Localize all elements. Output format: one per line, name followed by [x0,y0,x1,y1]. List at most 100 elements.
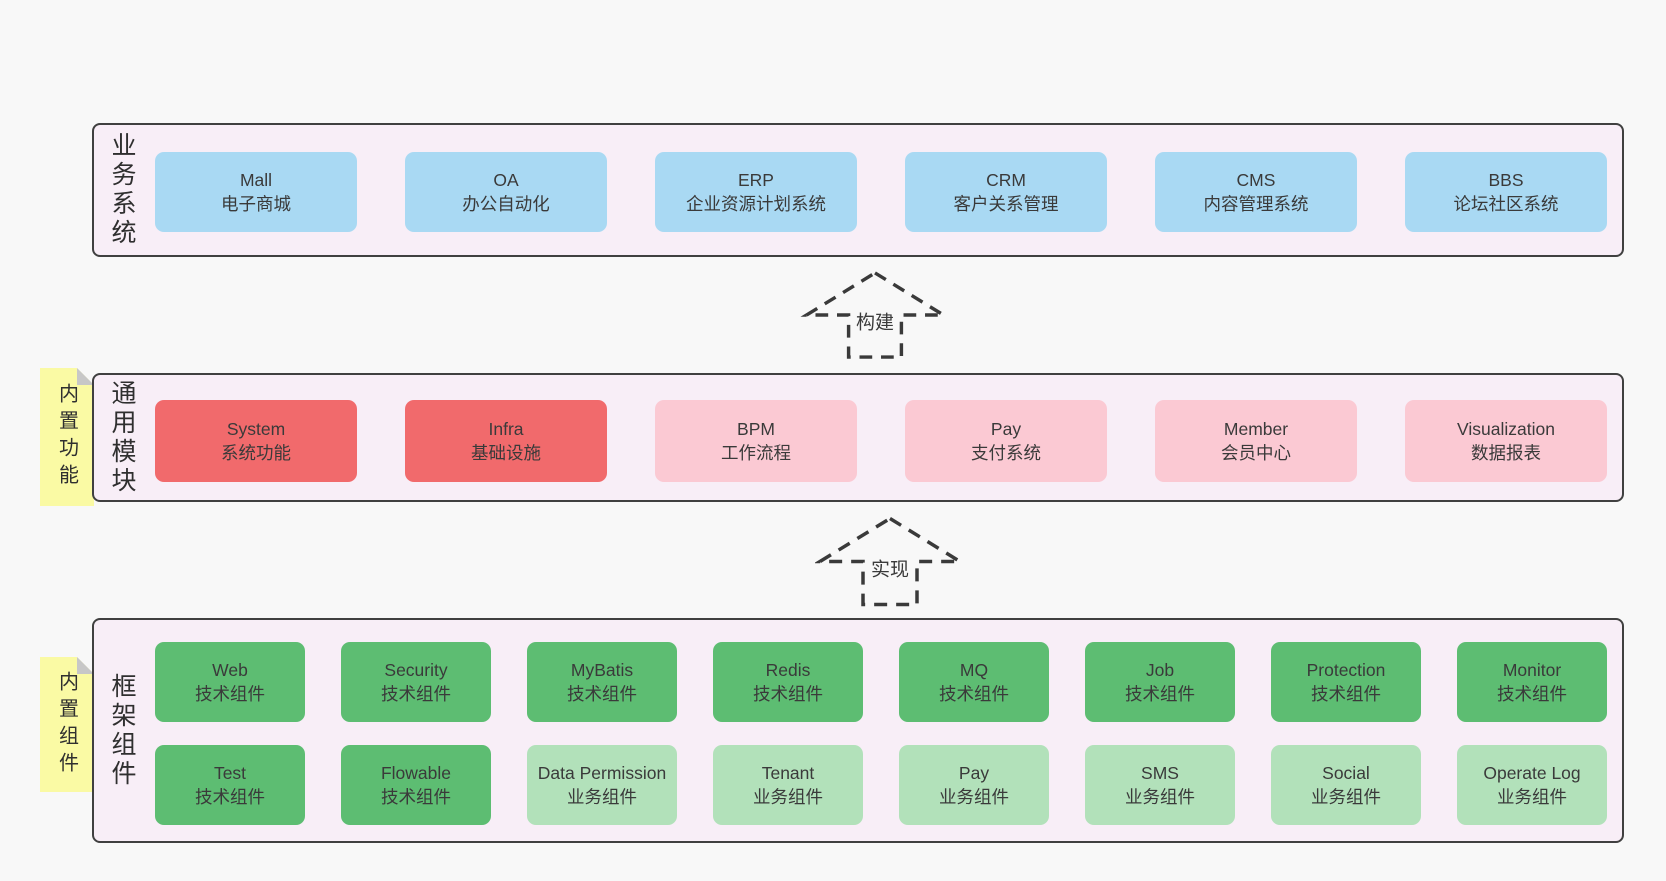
box-subtitle: 技术组件 [381,787,451,807]
box-operate-log: Operate Log 业务组件 [1457,745,1607,825]
box-monitor: Monitor 技术组件 [1457,642,1607,722]
box-subtitle: 业务组件 [567,787,637,807]
box-data-permission: Data Permission 业务组件 [527,745,677,825]
box-title: MQ [959,659,989,680]
box-title: CRM [986,169,1026,190]
box-title: Security [384,659,448,680]
box-subtitle: 电子商城 [221,194,291,214]
box-title: SMS [1141,762,1179,783]
implement-arrow-icon: 实现 [815,515,965,608]
box-title: Mall [239,169,273,190]
box-title: Member [1223,418,1289,439]
box-title: Job [1145,659,1175,680]
box-title: OA [493,169,519,190]
arrow-label: 实现 [867,554,913,582]
box-mybatis: MyBatis 技术组件 [527,642,677,722]
box-subtitle: 技术组件 [939,684,1009,704]
box-title: Infra [488,418,524,439]
box-title: Pay [958,762,990,783]
box-subtitle: 系统功能 [221,443,291,463]
box-title: Test [213,762,247,783]
panel-common-modules: 通用模块 System 系统功能 Infra 基础设施 BPM 工作流程 Pay… [92,373,1624,502]
box-title: Flowable [380,762,452,783]
panel-label: 框架组件 [108,672,136,789]
box-flowable: Flowable 技术组件 [341,745,491,825]
box-pay-system: Pay 支付系统 [905,400,1107,482]
box-mq: MQ 技术组件 [899,642,1049,722]
panel-label: 通用模块 [108,379,136,496]
box-subtitle: 业务组件 [1497,787,1567,807]
box-bbs: BBS 论坛社区系统 [1405,152,1607,232]
box-infra: Infra 基础设施 [405,400,607,482]
sticky-note-built-in-functions: 内置功能 [40,368,94,506]
box-security: Security 技术组件 [341,642,491,722]
box-subtitle: 企业资源计划系统 [686,194,826,214]
box-title: Pay [990,418,1022,439]
box-title: Tenant [761,762,815,783]
box-pay-component: Pay 业务组件 [899,745,1049,825]
box-subtitle: 技术组件 [567,684,637,704]
box-subtitle: 会员中心 [1221,443,1291,463]
box-title: Social [1322,762,1370,783]
box-title: System [226,418,286,439]
box-row: Web 技术组件 Security 技术组件 MyBatis 技术组件 Redi… [155,642,1607,722]
build-arrow-icon: 构建 [800,270,950,360]
sticky-note-built-in-components: 内置组件 [40,657,94,792]
box-title: Protection [1306,659,1386,680]
box-row: Mall 电子商城 OA 办公自动化 ERP 企业资源计划系统 CRM 客户关系… [155,152,1607,232]
box-subtitle: 基础设施 [471,443,541,463]
box-social: Social 业务组件 [1271,745,1421,825]
box-oa: OA 办公自动化 [405,152,607,232]
box-protection: Protection 技术组件 [1271,642,1421,722]
box-subtitle: 业务组件 [1125,787,1195,807]
box-redis: Redis 技术组件 [713,642,863,722]
box-title: BPM [737,418,775,439]
box-subtitle: 业务组件 [1311,787,1381,807]
box-subtitle: 技术组件 [195,787,265,807]
box-subtitle: 技术组件 [381,684,451,704]
box-title: MyBatis [570,659,634,680]
box-visualization: Visualization 数据报表 [1405,400,1607,482]
arrow-label: 构建 [852,307,898,335]
panel-label: 业务系统 [108,132,136,248]
box-subtitle: 技术组件 [753,684,823,704]
box-title: Operate Log [1483,762,1581,783]
box-subtitle: 技术组件 [195,684,265,704]
box-title: BBS [1488,169,1524,190]
note-label: 内置功能 [55,383,78,491]
box-subtitle: 工作流程 [721,443,791,463]
box-crm: CRM 客户关系管理 [905,152,1107,232]
box-system: System 系统功能 [155,400,357,482]
box-test: Test 技术组件 [155,745,305,825]
box-title: CMS [1236,169,1276,190]
box-mall: Mall 电子商城 [155,152,357,232]
box-web: Web 技术组件 [155,642,305,722]
box-cms: CMS 内容管理系统 [1155,152,1357,232]
box-tenant: Tenant 业务组件 [713,745,863,825]
box-member: Member 会员中心 [1155,400,1357,482]
box-subtitle: 支付系统 [971,443,1041,463]
note-label: 内置组件 [55,670,78,779]
box-job: Job 技术组件 [1085,642,1235,722]
box-subtitle: 技术组件 [1497,684,1567,704]
panel-business-systems: 业务系统 Mall 电子商城 OA 办公自动化 ERP 企业资源计划系统 CRM… [92,123,1624,257]
panel-framework-components: 框架组件 Web 技术组件 Security 技术组件 MyBatis 技术组件… [92,618,1624,843]
box-subtitle: 业务组件 [753,787,823,807]
box-sms: SMS 业务组件 [1085,745,1235,825]
box-title: Web [212,659,248,680]
box-bpm: BPM 工作流程 [655,400,857,482]
box-title: Monitor [1502,659,1562,680]
box-erp: ERP 企业资源计划系统 [655,152,857,232]
block-arrow-up-icon [800,270,950,359]
box-subtitle: 技术组件 [1311,684,1381,704]
box-row: Test 技术组件 Flowable 技术组件 Data Permission … [155,745,1607,825]
box-title: Visualization [1457,418,1555,439]
box-subtitle: 内容管理系统 [1203,194,1309,214]
box-row: System 系统功能 Infra 基础设施 BPM 工作流程 Pay 支付系统… [155,400,1607,482]
box-title: Redis [765,659,811,680]
box-subtitle: 技术组件 [1125,684,1195,704]
box-title: ERP [738,169,774,190]
box-subtitle: 办公自动化 [462,194,550,214]
box-title: Data Permission [537,762,667,783]
